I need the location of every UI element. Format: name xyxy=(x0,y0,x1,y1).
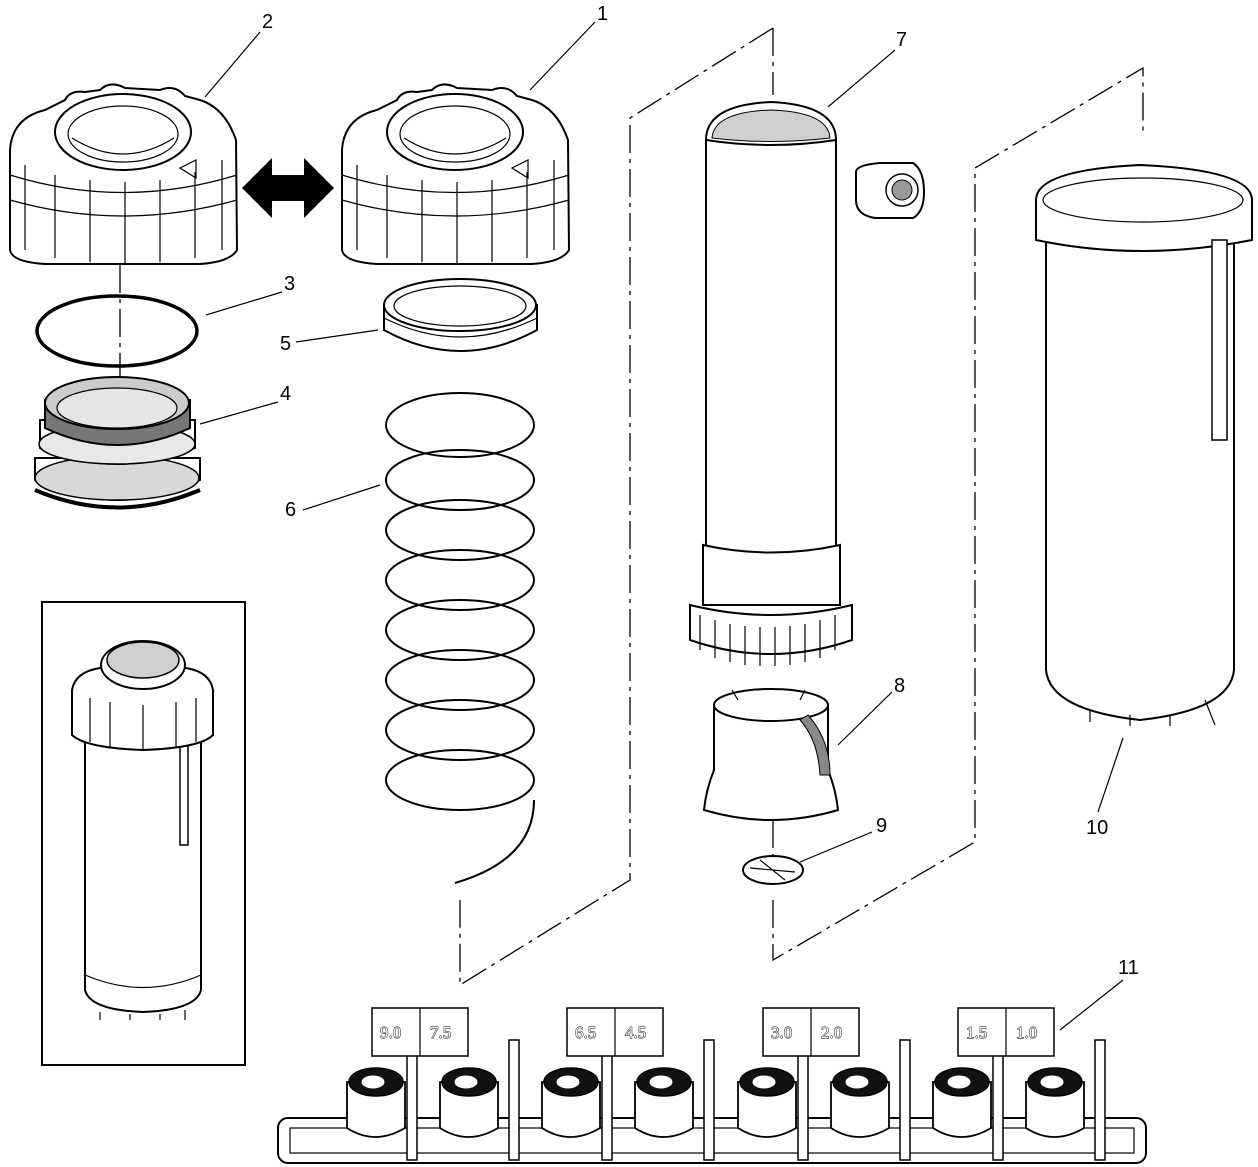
nozzle-group: 3.0 2.0 xyxy=(737,1007,911,1161)
rack-post xyxy=(601,1039,613,1161)
part-6-spring xyxy=(385,392,535,884)
nozzle-orifice-symbol xyxy=(845,1075,869,1089)
inset-assembled-sprinkler xyxy=(41,601,246,1066)
interchangeable-double-arrow xyxy=(242,158,334,218)
assembly-guide-lines xyxy=(119,27,1144,987)
callout-1: 1 xyxy=(597,3,608,25)
nozzle-size-label: 4.5 xyxy=(625,1023,646,1042)
part-8-nozzle-housing xyxy=(702,688,840,821)
nozzle-size-label: 7.5 xyxy=(430,1023,451,1042)
callout-11: 11 xyxy=(1118,957,1139,979)
callout-2: 2 xyxy=(262,11,273,33)
part-3-o-ring xyxy=(35,294,199,368)
nozzle-orifice-symbol xyxy=(1040,1075,1064,1089)
part-7-riser-assembly xyxy=(689,100,926,666)
rack-post xyxy=(899,1039,911,1161)
callout-9: 9 xyxy=(876,815,887,837)
nozzle-size-label: 2.0 xyxy=(821,1023,842,1042)
rack-post xyxy=(703,1039,715,1161)
rack-post xyxy=(992,1039,1004,1161)
callout-4: 4 xyxy=(280,383,291,405)
nozzle-group: 9.0 7.5 xyxy=(346,1007,520,1161)
part-1-body-cap xyxy=(341,83,571,265)
nozzle-size-label: 9.0 xyxy=(380,1023,401,1042)
part-9-seal xyxy=(742,855,804,885)
nozzle-body xyxy=(346,1081,406,1138)
callout-leader-lines xyxy=(199,21,1124,1031)
callout-numbers: 1 2 3 4 5 6 7 8 9 10 11 xyxy=(262,3,1139,979)
nozzle-groups: 9.0 7.5 6.5 4.5 3.0 2.0 1.5 1.0 xyxy=(346,1007,1106,1161)
nozzle-body xyxy=(541,1081,601,1138)
nozzle-body xyxy=(439,1081,499,1138)
nozzle-size-label: 1.0 xyxy=(1016,1023,1037,1042)
callout-6: 6 xyxy=(285,499,296,521)
nozzle-body xyxy=(830,1081,890,1138)
part-11-nozzle-rack: 9.0 7.5 6.5 4.5 3.0 2.0 1.5 1.0 xyxy=(277,1007,1147,1164)
nozzle-size-label: 3.0 xyxy=(771,1023,792,1042)
nozzle-group: 1.5 1.0 xyxy=(932,1007,1106,1161)
part-2-body-cap xyxy=(9,83,239,265)
rack-post xyxy=(797,1039,809,1161)
nozzle-body xyxy=(634,1081,694,1138)
callout-10: 10 xyxy=(1086,817,1108,839)
nozzle-orifice-symbol xyxy=(649,1075,673,1089)
nozzle-body xyxy=(932,1081,992,1138)
rack-post xyxy=(508,1039,520,1161)
nozzle-orifice-symbol xyxy=(947,1075,971,1089)
rack-post xyxy=(1094,1039,1106,1161)
nozzle-body xyxy=(737,1081,797,1138)
nozzle-size-label: 1.5 xyxy=(966,1023,987,1042)
part-10-case xyxy=(1035,163,1253,726)
callout-7: 7 xyxy=(896,29,907,51)
callout-8: 8 xyxy=(894,675,905,697)
nozzle-orifice-symbol xyxy=(752,1075,776,1089)
callout-5: 5 xyxy=(280,333,291,355)
nozzle-orifice-symbol xyxy=(454,1075,478,1089)
nozzle-group: 6.5 4.5 xyxy=(541,1007,715,1161)
part-5-retaining-ring xyxy=(383,278,538,352)
nozzle-orifice-symbol xyxy=(361,1075,385,1089)
nozzle-body xyxy=(1025,1081,1085,1138)
nozzle-orifice-symbol xyxy=(556,1075,580,1089)
rack-post xyxy=(406,1039,418,1161)
nozzle-size-label: 6.5 xyxy=(575,1023,596,1042)
part-4-wiper-seal xyxy=(34,376,201,510)
callout-3: 3 xyxy=(284,273,295,295)
